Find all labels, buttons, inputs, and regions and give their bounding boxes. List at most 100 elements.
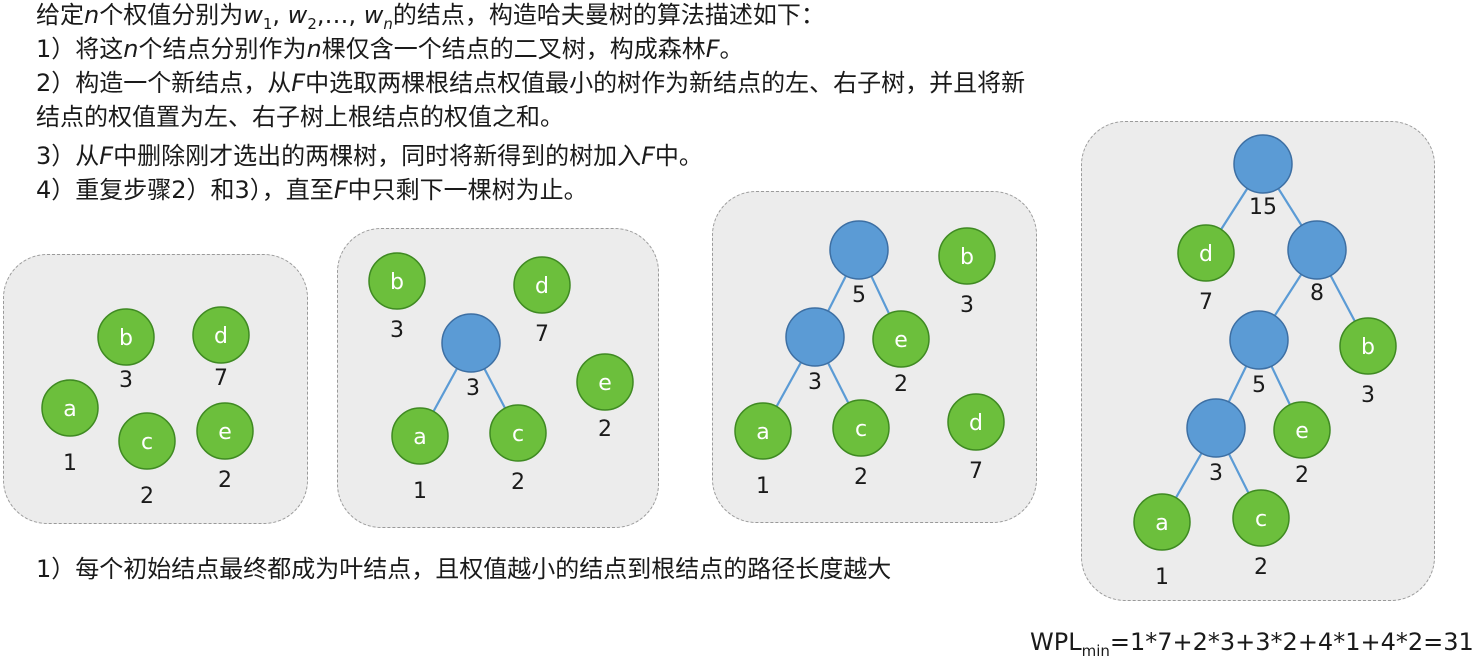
var-f: F <box>333 176 348 204</box>
subscript: 1 <box>262 14 273 33</box>
node-weight: 3 <box>119 368 133 393</box>
conclusion-text: 1）每个初始结点最终都成为叶结点，且权值越小的结点到根结点的路径长度越大 <box>36 555 892 583</box>
node-weight: 1 <box>413 479 427 504</box>
leaf-node-a <box>734 402 792 460</box>
wpl-formula: WPLmin=1*7+2*3+3*2+4*1+4*2=31 <box>1030 628 1474 660</box>
intro-line-1: 1）将这n个结点分别作为n棵仅含一个结点的二叉树，构成森林F。 <box>36 34 744 64</box>
leaf-node-a <box>391 407 449 465</box>
node-weight: 5 <box>1252 373 1266 398</box>
text-seg: 中。 <box>654 142 703 170</box>
node-label: b <box>390 270 404 295</box>
text-seg: 中选取两棵根结点权值最小的树作为新结点的左、右子树，并且将新 <box>305 69 1026 97</box>
node-weight: 15 <box>1249 195 1277 220</box>
node-weight: 2 <box>854 465 868 490</box>
leaf-node-c <box>118 412 176 470</box>
node-weight: 3 <box>960 293 974 318</box>
leaf-node-c <box>1232 489 1290 547</box>
node-weight: 2 <box>598 417 612 442</box>
node-weight: 3 <box>466 376 480 401</box>
leaf-node-b <box>368 252 426 310</box>
wpl-subscript: min <box>1081 641 1110 660</box>
leaf-node-d <box>1177 224 1235 282</box>
subscript: 2 <box>307 14 317 33</box>
node-weight: 7 <box>214 366 228 391</box>
leaf-node-d <box>192 306 250 364</box>
node-label: d <box>969 411 983 436</box>
var-f: F <box>705 35 720 63</box>
node-label: c <box>1255 507 1267 532</box>
text-seg: 棵仅含一个结点的二叉树，构成森林 <box>321 35 706 63</box>
node-weight: 3 <box>808 370 822 395</box>
node-weight: 1 <box>1155 565 1169 590</box>
node-weight: 7 <box>1199 290 1213 315</box>
node-label: b <box>1361 335 1375 360</box>
internal-node <box>1229 310 1289 370</box>
node-label: a <box>63 397 76 422</box>
text-seg: 。 <box>719 35 744 63</box>
node-weight: 2 <box>511 470 525 495</box>
internal-node <box>829 220 889 280</box>
text-seg: 2）构造一个新结点，从 <box>36 69 292 97</box>
leaf-node-b <box>1339 317 1397 375</box>
text-seg: 中删除刚才选出的两棵树，同时将新得到的树加入 <box>113 142 642 170</box>
text-seg: 结点的权值置为左、右子树上根结点的权值之和。 <box>36 103 564 131</box>
internal-node <box>1287 220 1347 280</box>
var-w: w <box>363 1 384 29</box>
leaf-node-b <box>938 227 996 285</box>
node-label: d <box>535 274 549 299</box>
intro-line-2: 2）构造一个新结点，从F中选取两棵根结点权值最小的树作为新结点的左、右子树，并且… <box>36 68 1025 98</box>
var-n: n <box>84 1 100 29</box>
var-n: n <box>306 35 322 63</box>
node-label: d <box>1199 242 1213 267</box>
node-label: c <box>512 422 524 447</box>
node-label: e <box>218 420 232 445</box>
internal-node <box>1186 398 1246 458</box>
node-label: c <box>855 417 867 442</box>
node-label: e <box>894 328 908 353</box>
node-weight: 2 <box>894 372 908 397</box>
var-f: F <box>99 142 114 170</box>
wpl-expression: =1*7+2*3+3*2+4*1+4*2=31 <box>1109 628 1474 656</box>
node-label: b <box>119 326 133 351</box>
text-seg: 中只剩下一棵树为止。 <box>347 176 588 204</box>
text-seg: 个权值分别为 <box>99 1 244 29</box>
node-weight: 2 <box>1254 555 1268 580</box>
text-seg: 1）将这 <box>36 35 124 63</box>
node-label: a <box>1155 511 1168 536</box>
text-seg: 给定 <box>36 1 84 29</box>
node-weight: 1 <box>63 451 77 476</box>
text-seg: ,…, <box>316 1 364 29</box>
internal-node <box>441 313 501 373</box>
intro-line-0: 给定n个权值分别为w1, w2,…, wn的结点，构造哈夫曼树的算法描述如下： <box>36 0 825 39</box>
intro-line-3: 结点的权值置为左、右子树上根结点的权值之和。 <box>36 102 564 132</box>
leaf-node-e <box>576 353 634 411</box>
text-seg: 4）重复步骤2）和3），直至 <box>36 176 334 204</box>
node-weight: 2 <box>1295 463 1309 488</box>
leaf-node-d <box>947 393 1005 451</box>
intro-line-5: 4）重复步骤2）和3），直至F中只剩下一棵树为止。 <box>36 175 588 205</box>
node-weight: 3 <box>1209 461 1223 486</box>
leaf-node-c <box>832 399 890 457</box>
leaf-node-d <box>513 256 571 314</box>
var-n: n <box>123 35 139 63</box>
var-f: F <box>291 69 306 97</box>
node-weight: 3 <box>1361 383 1375 408</box>
var-w: w <box>287 1 308 29</box>
internal-node <box>785 307 845 367</box>
text-seg: 的结点，构造哈夫曼树的算法描述如下： <box>392 1 825 29</box>
node-weight: 2 <box>218 468 232 493</box>
internal-node <box>1233 134 1293 194</box>
leaf-node-e <box>1273 401 1331 459</box>
var-f: F <box>641 142 655 170</box>
leaf-node-e <box>196 402 254 460</box>
node-weight: 5 <box>852 283 866 308</box>
node-label: a <box>756 420 769 445</box>
node-label: a <box>413 425 426 450</box>
leaf-node-e <box>872 310 930 368</box>
node-weight: 1 <box>756 474 770 499</box>
leaf-node-b <box>97 308 155 366</box>
